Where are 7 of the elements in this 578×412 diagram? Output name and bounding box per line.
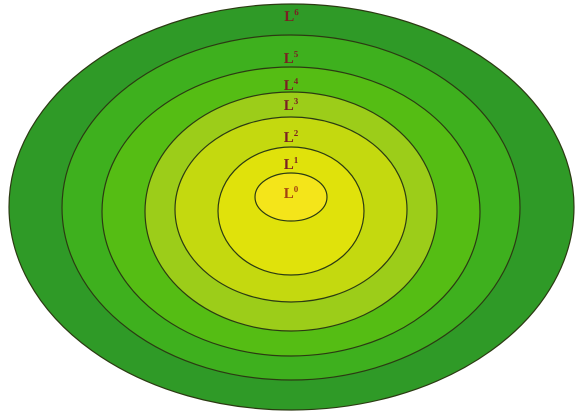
level-label: L$^{6}$ [284, 10, 299, 25]
level-label: L$^{2}$ [284, 131, 298, 146]
level-label: L$^{5}$ [284, 52, 298, 67]
level-label: L$^{0}$ [284, 187, 298, 202]
level-label: L$^{3}$ [284, 99, 298, 114]
level-label: L$^{4}$ [284, 79, 298, 94]
level-label: L$^{1}$ [284, 158, 298, 173]
